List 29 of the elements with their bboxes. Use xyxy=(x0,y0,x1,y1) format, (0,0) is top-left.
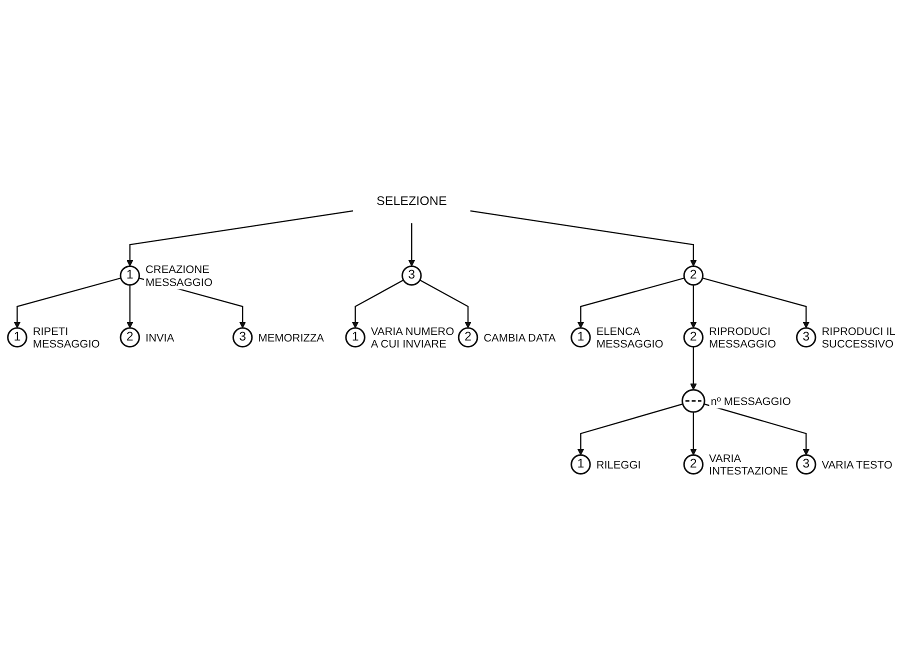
numbered-circle: 3 xyxy=(796,454,816,475)
numbered-circle: 1 xyxy=(570,454,591,475)
numbered-circle: 2 xyxy=(120,327,140,348)
numbered-circle: 2 xyxy=(458,327,478,348)
node-caption: INVIA xyxy=(146,332,174,344)
node-caption: MEMORIZZA xyxy=(258,332,324,344)
node-caption: nº MESSAGGIO xyxy=(710,396,791,408)
numbered-circle: 1 xyxy=(120,265,140,286)
numbered-circle: 2 xyxy=(683,327,704,348)
numbered-circle: 2 xyxy=(683,454,704,475)
node-caption: RIPRODUCI IL SUCCESSIVO xyxy=(822,326,896,351)
numbered-circle: 3 xyxy=(402,265,422,286)
numbered-circle: 1 xyxy=(570,327,591,348)
node-caption: RIPRODUCI MESSAGGIO xyxy=(709,326,776,351)
numbered-circle: 1 xyxy=(7,327,28,348)
node-caption: VARIA INTESTAZIONE xyxy=(709,453,788,478)
node-caption: VARIA TESTO xyxy=(822,459,892,472)
node-caption: RIPETI MESSAGGIO xyxy=(32,326,100,351)
numbered-circle: 1 xyxy=(345,327,366,348)
node-caption: VARIA NUMERO A CUI INVIARE xyxy=(370,326,454,351)
numbered-circle: 3 xyxy=(796,327,816,348)
node-caption: CAMBIA DATA xyxy=(484,332,556,344)
node-caption: ELENCA MESSAGGIO xyxy=(596,326,664,351)
node-caption: CREAZIONE MESSAGGIO xyxy=(146,264,212,289)
numbered-circle: 2 xyxy=(683,265,704,286)
heading-text: SELEZIONE xyxy=(376,194,447,208)
numbered-circle xyxy=(682,389,706,413)
node-caption: RILEGGI xyxy=(596,459,641,472)
numbered-circle: 3 xyxy=(232,327,253,348)
